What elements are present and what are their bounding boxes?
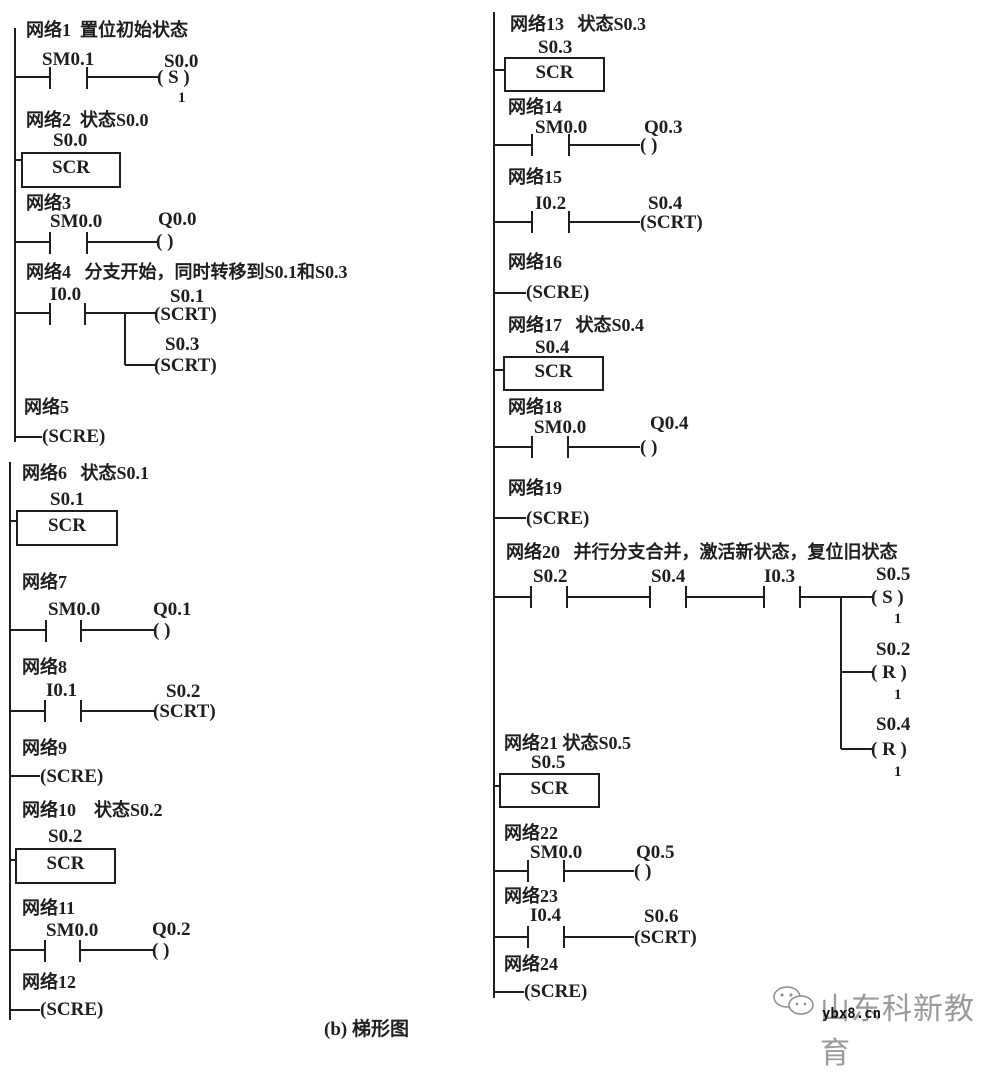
network-18-label: 网络18 bbox=[508, 397, 562, 417]
network-20-label: 网络20 并行分支合并，激活新状态，复位旧状态 bbox=[506, 542, 898, 562]
scr-s0-2-address: S0.2 bbox=[48, 826, 83, 847]
contact-i0-1-address: I0.1 bbox=[46, 680, 78, 701]
scr-box-s0-2: SCR bbox=[15, 848, 116, 884]
output-coil-q0-3: ( ) bbox=[640, 135, 658, 156]
coil-s0-2-address: S0.2 bbox=[876, 639, 911, 660]
network-13-label: 网络13 状态S0.3 bbox=[510, 14, 647, 34]
watermark-name: 山东科新教育 bbox=[820, 992, 975, 1071]
coil-q0-1-address: Q0.1 bbox=[153, 599, 192, 620]
scrt-coil-s0-2: (SCRT) bbox=[153, 701, 216, 722]
scrt-coil-s0-6: (SCRT) bbox=[634, 927, 697, 948]
output-coil-q0-4: ( ) bbox=[640, 437, 658, 458]
reset-coil-s0-4: ( R ) bbox=[871, 739, 907, 760]
coil-s0-3-address: S0.3 bbox=[165, 334, 200, 355]
watermark-url: ybx8.cn bbox=[822, 1006, 882, 1022]
coil-s0-2-address: S0.2 bbox=[166, 681, 201, 702]
contact-i0-0-address: I0.0 bbox=[50, 284, 82, 305]
coil-s0-0-address: S0.0 bbox=[164, 51, 199, 72]
contact-i0-2-address: I0.2 bbox=[535, 193, 567, 214]
reset-coil-s0-2: ( R ) bbox=[871, 662, 907, 683]
network-11-label: 网络11 bbox=[22, 898, 76, 918]
contact-s0-4-address: S0.4 bbox=[651, 566, 686, 587]
network-7-label: 网络7 bbox=[22, 572, 67, 592]
scr-box-s0-1: SCR bbox=[16, 510, 118, 546]
scre-coil-5: (SCRE) bbox=[42, 426, 106, 447]
network-1-label: 网络1 置位初始状态 bbox=[26, 20, 188, 40]
contact-i0-3-address: I0.3 bbox=[764, 566, 796, 587]
coil-s0-4-address: S0.4 bbox=[876, 714, 911, 735]
set-coil-s0-0: ( S ) bbox=[157, 67, 190, 88]
network-22-label: 网络22 bbox=[504, 823, 558, 843]
scr-s0-5-address: S0.5 bbox=[531, 752, 566, 773]
contact-sm0-0-address: SM0.0 bbox=[50, 211, 103, 232]
contact-sm0-0-address: SM0.0 bbox=[534, 417, 587, 438]
network-5-label: 网络5 bbox=[24, 397, 69, 417]
network-24-label: 网络24 bbox=[504, 954, 558, 974]
output-coil-q0-1: ( ) bbox=[153, 620, 171, 641]
scr-s0-1-address: S0.1 bbox=[50, 489, 85, 510]
coil-s0-1-address: S0.1 bbox=[170, 286, 205, 307]
scr-s0-4-address: S0.4 bbox=[535, 337, 570, 358]
scr-box-s0-0: SCR bbox=[21, 152, 121, 188]
scrt-coil-s0-3: (SCRT) bbox=[154, 355, 217, 376]
coil-s0-4-address: S0.4 bbox=[648, 193, 683, 214]
scre-coil-9: (SCRE) bbox=[40, 766, 104, 787]
network-12-label: 网络12 bbox=[22, 972, 76, 992]
set-coil-count: 1 bbox=[894, 611, 902, 627]
coil-q0-5-address: Q0.5 bbox=[636, 842, 675, 863]
ladder-wiring bbox=[9, 12, 872, 1020]
coil-q0-0-address: Q0.0 bbox=[158, 209, 197, 230]
coil-q0-2-address: Q0.2 bbox=[152, 919, 191, 940]
network-6-label: 网络6 状态S0.1 bbox=[22, 463, 150, 483]
contact-sm0-0-address: SM0.0 bbox=[535, 117, 588, 138]
coil-s0-5-address: S0.5 bbox=[876, 564, 911, 585]
network-21-label: 网络21 状态S0.5 bbox=[504, 733, 632, 753]
set-coil-count: 1 bbox=[178, 90, 186, 106]
contact-i0-4-address: I0.4 bbox=[530, 905, 562, 926]
coil-q0-4-address: Q0.4 bbox=[650, 413, 689, 434]
scre-coil-16: (SCRE) bbox=[526, 282, 590, 303]
scre-coil-12: (SCRE) bbox=[40, 999, 104, 1020]
scrt-coil-s0-4: (SCRT) bbox=[640, 212, 703, 233]
contact-sm0-1-address: SM0.1 bbox=[42, 49, 95, 70]
scr-box-s0-5: SCR bbox=[499, 773, 600, 808]
scr-s0-3-address: S0.3 bbox=[538, 37, 573, 58]
scre-coil-24: (SCRE) bbox=[524, 981, 588, 1002]
coil-q0-3-address: Q0.3 bbox=[644, 117, 683, 138]
network-4-label: 网络4 分支开始，同时转移到S0.1和S0.3 bbox=[26, 262, 348, 282]
coil-s0-6-address: S0.6 bbox=[644, 906, 679, 927]
network-10-label: 网络10 状态S0.2 bbox=[22, 800, 163, 820]
scr-s0-0-address: S0.0 bbox=[53, 130, 88, 151]
network-23-label: 网络23 bbox=[504, 886, 558, 906]
output-coil-q0-5: ( ) bbox=[634, 861, 652, 882]
wechat-icon bbox=[773, 986, 814, 1015]
contact-sm0-0-address: SM0.0 bbox=[48, 599, 101, 620]
reset-coil-count: 1 bbox=[894, 687, 902, 703]
scr-box-s0-4: SCR bbox=[503, 356, 604, 391]
scre-coil-19: (SCRE) bbox=[526, 508, 590, 529]
output-coil-q0-0: ( ) bbox=[156, 231, 174, 252]
network-8-label: 网络8 bbox=[22, 657, 67, 677]
contact-s0-2-address: S0.2 bbox=[533, 566, 568, 587]
network-16-label: 网络16 bbox=[508, 252, 562, 272]
contact-sm0-0-address: SM0.0 bbox=[46, 920, 99, 941]
network-15-label: 网络15 bbox=[508, 167, 562, 187]
network-14-label: 网络14 bbox=[508, 97, 562, 117]
network-9-label: 网络9 bbox=[22, 738, 67, 758]
network-17-label: 网络17 状态S0.4 bbox=[508, 315, 645, 335]
network-2-label: 网络2 状态S0.0 bbox=[26, 110, 149, 130]
output-coil-q0-2: ( ) bbox=[152, 940, 170, 961]
set-coil-s0-5: ( S ) bbox=[871, 587, 904, 608]
ladder-diagram: 网络1 置位初始状态 SM0.1 S0.0 ( S ) 1 网络2 状态S0.0… bbox=[9, 12, 974, 1071]
network-3-label: 网络3 bbox=[26, 193, 71, 213]
figure-caption: (b) 梯形图 bbox=[324, 1019, 409, 1040]
scr-box-s0-3: SCR bbox=[504, 57, 605, 92]
scrt-coil-s0-1: (SCRT) bbox=[154, 304, 217, 325]
contact-sm0-0-address: SM0.0 bbox=[530, 842, 583, 863]
reset-coil-count: 1 bbox=[894, 764, 902, 780]
network-19-label: 网络19 bbox=[508, 478, 562, 498]
